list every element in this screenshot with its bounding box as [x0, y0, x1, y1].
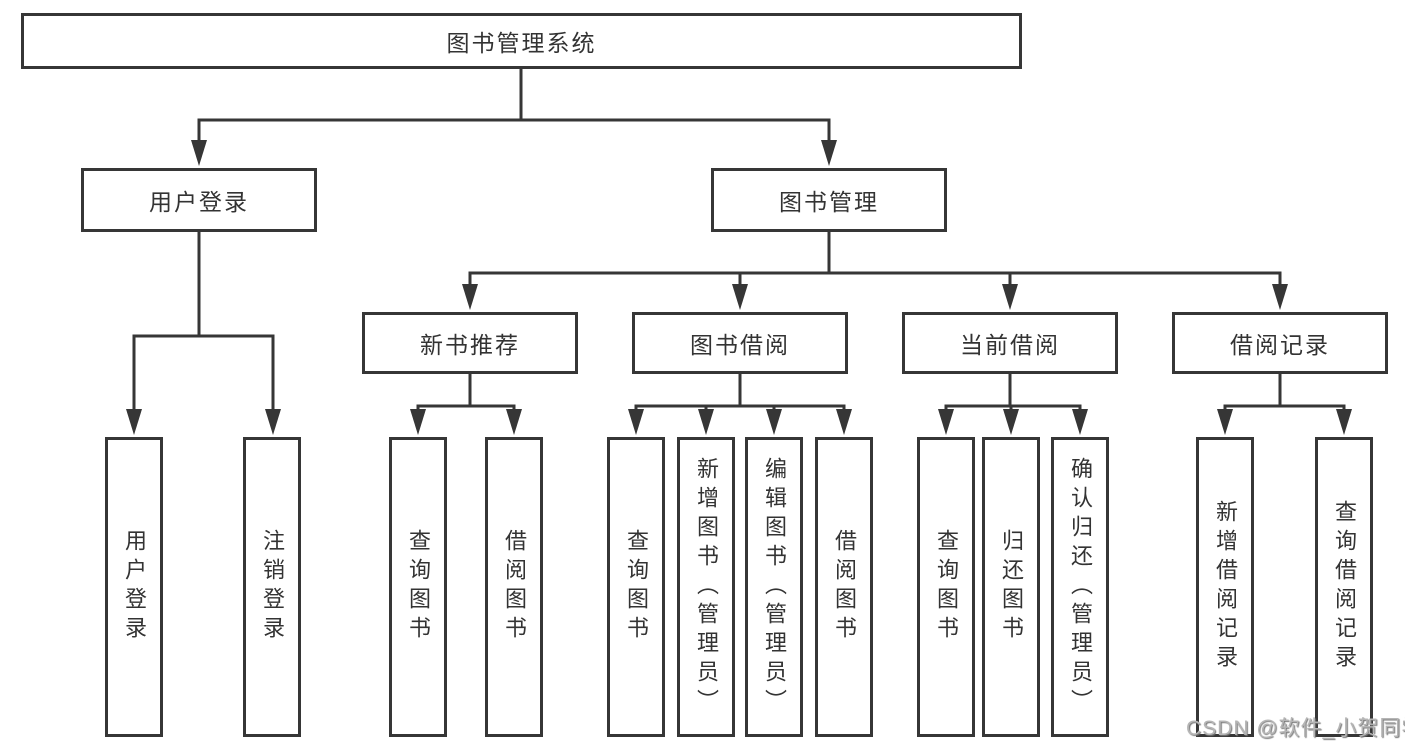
- leaf-query-borrow-record: 查询借阅记录: [1315, 437, 1373, 737]
- csdn-watermark: CSDN @软件_小贺同学: [1186, 717, 1405, 740]
- leaf-borrow-books-recommend: 借阅图书: [485, 437, 543, 737]
- node-new-book-recommend: 新书推荐: [362, 312, 578, 374]
- arrowhead-icons: [126, 140, 1352, 435]
- leaf-query-books-borrow: 查询图书: [607, 437, 665, 737]
- leaf-confirm-return-admin: 确认归还（管理员）: [1051, 437, 1109, 737]
- leaf-query-books-current: 查询图书: [917, 437, 975, 737]
- leaf-user-login: 用户登录: [105, 437, 163, 737]
- node-borrow-records: 借阅记录: [1172, 312, 1388, 374]
- leaf-edit-books-admin: 编辑图书（管理员）: [745, 437, 803, 737]
- leaf-return-books: 归还图书: [982, 437, 1040, 737]
- node-root: 图书管理系统: [21, 13, 1022, 69]
- leaf-borrow-books-borrow: 借阅图书: [815, 437, 873, 737]
- leaf-query-books-recommend: 查询图书: [389, 437, 447, 737]
- node-current-borrowing: 当前借阅: [902, 312, 1118, 374]
- node-book-management: 图书管理: [711, 168, 947, 232]
- node-book-borrowing: 图书借阅: [632, 312, 848, 374]
- node-user-login: 用户登录: [81, 168, 317, 232]
- leaf-add-borrow-record: 新增借阅记录: [1196, 437, 1254, 737]
- leaf-add-books-admin: 新增图书（管理员）: [677, 437, 735, 737]
- leaf-logout: 注销登录: [243, 437, 301, 737]
